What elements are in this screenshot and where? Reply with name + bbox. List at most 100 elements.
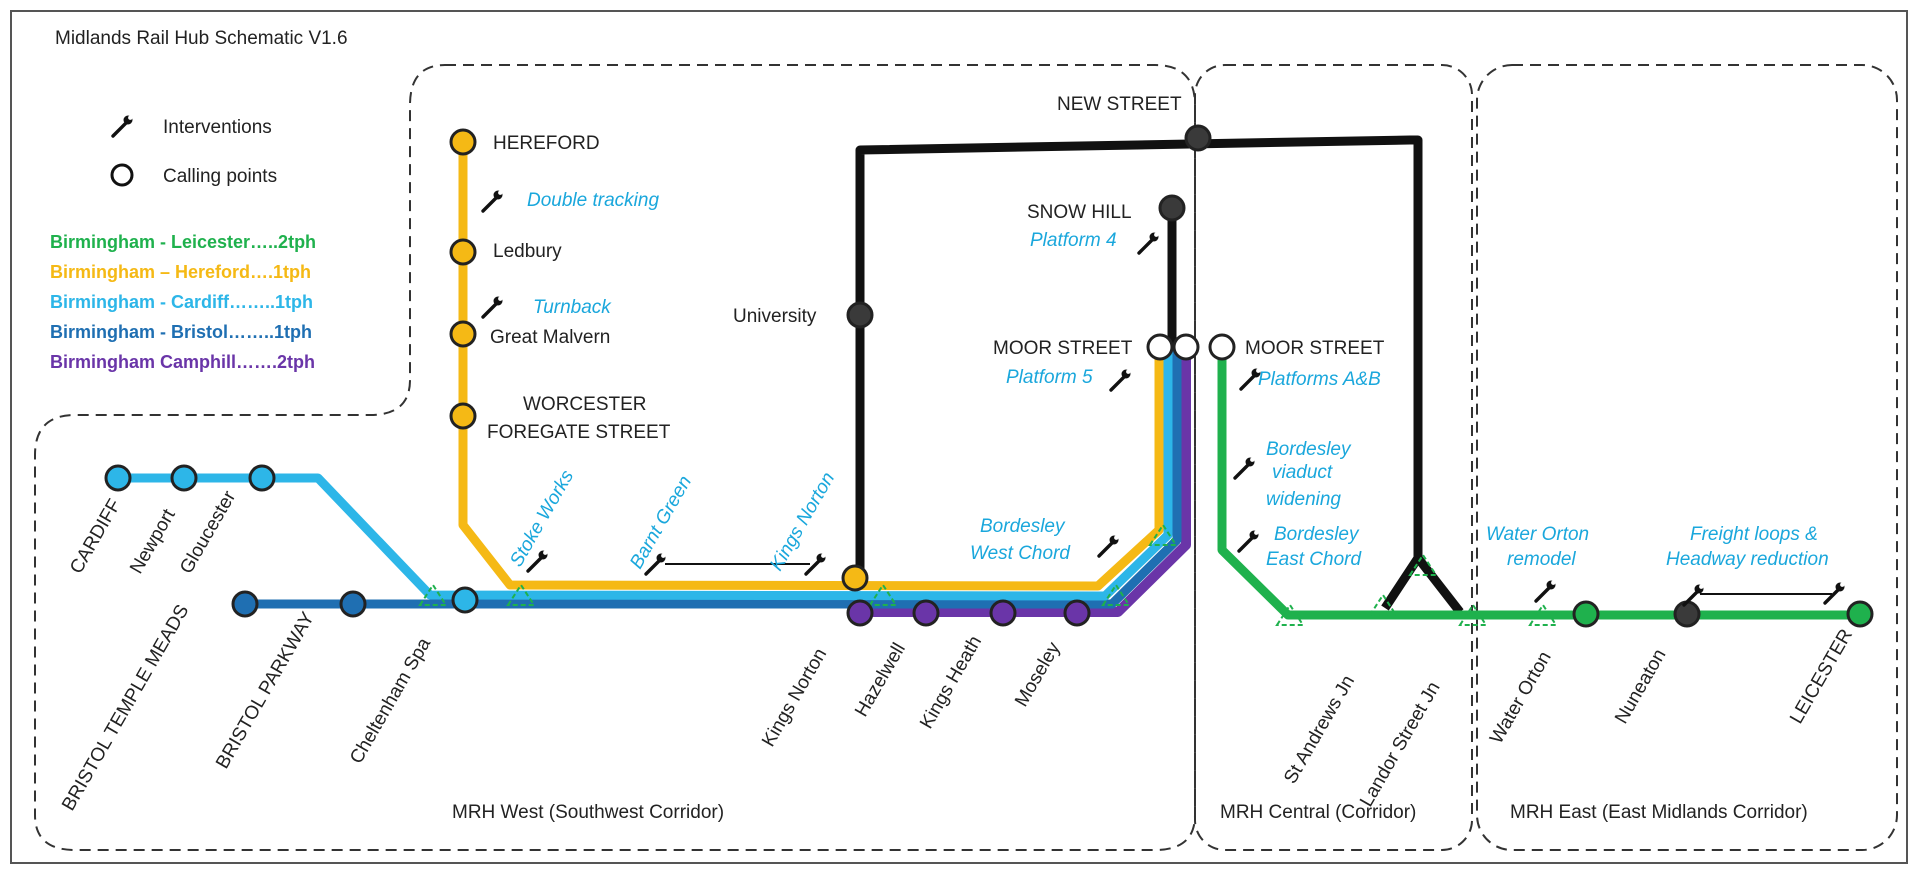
label-moor-street-west: MOOR STREET <box>993 338 1133 359</box>
iv-bordesley-viaduct-3: widening <box>1266 489 1341 510</box>
wrench-icon <box>1109 367 1133 392</box>
station-moor-street-west-1 <box>1146 333 1174 361</box>
station-water-orton <box>1572 600 1600 628</box>
legend: Interventions Calling points Birmingham … <box>50 113 316 372</box>
label-cheltenham: Cheltenham Spa <box>346 634 435 767</box>
iv-platform-4: Platform 4 <box>1030 230 1117 251</box>
station-nuneaton <box>1673 600 1701 628</box>
label-snow-hill: SNOW HILL <box>1027 202 1132 223</box>
label-great-malvern: Great Malvern <box>490 327 610 348</box>
label-water-orton: Water Orton <box>1486 648 1556 747</box>
label-hazelwell: Hazelwell <box>851 640 910 721</box>
iv-kings-norton: Kings Norton <box>766 469 839 575</box>
station-hazelwell <box>912 599 940 627</box>
station-moor-street-east <box>1208 333 1236 361</box>
service-bristol: Birmingham - Bristol……..1tph <box>50 322 312 342</box>
rail-lines <box>118 135 1865 620</box>
wrench-icon <box>1137 230 1161 255</box>
station-worcester <box>449 402 477 430</box>
iv-turnback: Turnback <box>533 297 612 318</box>
station-kings-norton-yellow <box>841 564 869 592</box>
iv-double-tracking: Double tracking <box>527 190 659 211</box>
label-bristol-temple-meads: BRISTOL TEMPLE MEADS <box>58 601 193 814</box>
service-hereford: Birmingham – Hereford….1tph <box>50 262 311 282</box>
iv-bordesley-viaduct-2: viaduct <box>1272 462 1333 483</box>
service-leicester: Birmingham - Leicester…..2tph <box>50 232 316 252</box>
zone-label-east: MRH East (East Midlands Corridor) <box>1510 802 1808 823</box>
label-landor-street: Landor Street Jn <box>1356 678 1444 810</box>
line-purple-camphill <box>860 345 1191 617</box>
station-labels: HEREFORD Ledbury Great Malvern WORCESTER… <box>58 94 1857 815</box>
legend-interventions: Interventions <box>163 117 272 138</box>
station-cardiff <box>104 464 132 492</box>
station-hereford <box>449 128 477 156</box>
station-snow-hill <box>1158 194 1186 222</box>
zone-boundary-east <box>1476 64 1898 851</box>
iv-freight-1: Freight loops & <box>1690 524 1818 545</box>
wrench-icon <box>1097 533 1121 558</box>
label-bristol-parkway: BRISTOL PARKWAY <box>212 608 319 772</box>
station-moseley <box>1063 599 1091 627</box>
stations <box>104 124 1874 628</box>
station-kings-norton <box>846 599 874 627</box>
line-hereford <box>458 142 1164 591</box>
wrench-icon <box>1823 580 1847 605</box>
iv-freight-2: Headway reduction <box>1666 549 1829 570</box>
label-hereford: HEREFORD <box>493 133 600 154</box>
station-kings-heath <box>989 599 1017 627</box>
iv-bordesley-east-1: Bordesley <box>1274 524 1360 545</box>
iv-bordesley-west-1: Bordesley <box>980 516 1066 537</box>
station-newport <box>170 464 198 492</box>
line-black-main <box>855 135 1423 611</box>
label-ledbury: Ledbury <box>493 241 562 262</box>
iv-bordesley-viaduct-1: Bordesley <box>1266 439 1352 460</box>
station-new-street <box>1184 124 1212 152</box>
iv-bordesley-east-2: East Chord <box>1266 549 1362 570</box>
station-bristol-temple-meads <box>231 590 259 618</box>
label-st-andrews: St Andrews Jn <box>1280 672 1359 788</box>
label-worcester: WORCESTER <box>523 394 647 415</box>
iv-platform-5: Platform 5 <box>1006 367 1093 388</box>
label-kings-norton: Kings Norton <box>758 645 831 751</box>
zone-label-central: MRH Central (Corridor) <box>1220 802 1416 823</box>
station-cheltenham <box>451 586 479 614</box>
wrench-icon <box>1237 528 1261 553</box>
iv-water-orton-1: Water Orton <box>1486 524 1589 545</box>
label-leicester: LEICESTER <box>1786 626 1857 728</box>
label-cardiff: CARDIFF <box>66 496 125 578</box>
diagram-title: Midlands Rail Hub Schematic V1.6 <box>55 28 348 49</box>
junction-markers <box>418 523 1558 626</box>
label-foregate-street: FOREGATE STREET <box>487 422 671 443</box>
label-gloucester: Gloucester <box>176 487 240 578</box>
wrench-icon <box>111 113 135 138</box>
wrench-icon <box>481 294 505 319</box>
line-cardiff <box>118 345 1173 601</box>
line-bristol <box>245 345 1182 609</box>
station-moor-street-west-2 <box>1172 333 1200 361</box>
intervention-spans <box>665 563 1832 595</box>
station-bristol-parkway <box>339 590 367 618</box>
wrench-icon <box>1233 455 1257 480</box>
zone-label-west: MRH West (Southwest Corridor) <box>452 802 724 823</box>
iv-water-orton-2: remodel <box>1507 549 1576 570</box>
outer-frame <box>10 10 1908 864</box>
service-camphill: Birmingham Camphill…….2tph <box>50 352 315 372</box>
line-black-landor <box>1414 555 1464 615</box>
zone-boundary-west <box>34 64 1196 851</box>
label-moseley: Moseley <box>1011 638 1065 710</box>
label-moor-street-east: MOOR STREET <box>1245 338 1385 359</box>
station-great-malvern <box>449 320 477 348</box>
iv-bordesley-west-2: West Chord <box>970 543 1071 564</box>
wrench-icon <box>481 188 505 213</box>
label-nuneaton: Nuneaton <box>1611 646 1670 728</box>
service-cardiff: Birmingham - Cardiff……..1tph <box>50 292 313 312</box>
label-newport: Newport <box>126 505 180 577</box>
station-leicester <box>1846 600 1874 628</box>
station-gloucester <box>248 464 276 492</box>
station-ledbury <box>449 238 477 266</box>
label-new-street: NEW STREET <box>1057 94 1182 115</box>
legend-calling-points: Calling points <box>163 166 277 187</box>
station-university <box>846 301 874 329</box>
label-kings-heath: Kings Heath <box>916 632 986 732</box>
